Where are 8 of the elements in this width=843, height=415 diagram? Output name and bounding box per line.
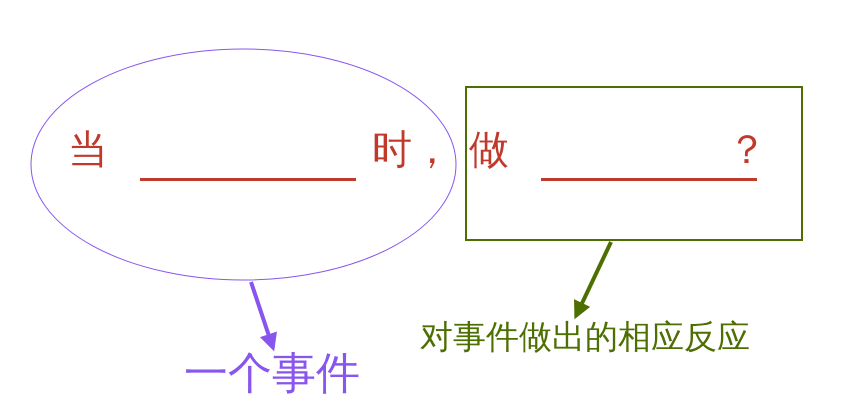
- sentence-text: 做: [469, 130, 509, 170]
- sentence-text: 当: [68, 130, 108, 170]
- sentence-text: ？: [727, 130, 767, 170]
- label-text: 一个事件: [184, 352, 360, 396]
- arrow: [249, 281, 277, 352]
- arrow: [574, 241, 613, 320]
- sentence-text: 时，: [372, 130, 452, 170]
- label-text: 对事件做出的相应反应: [420, 320, 750, 353]
